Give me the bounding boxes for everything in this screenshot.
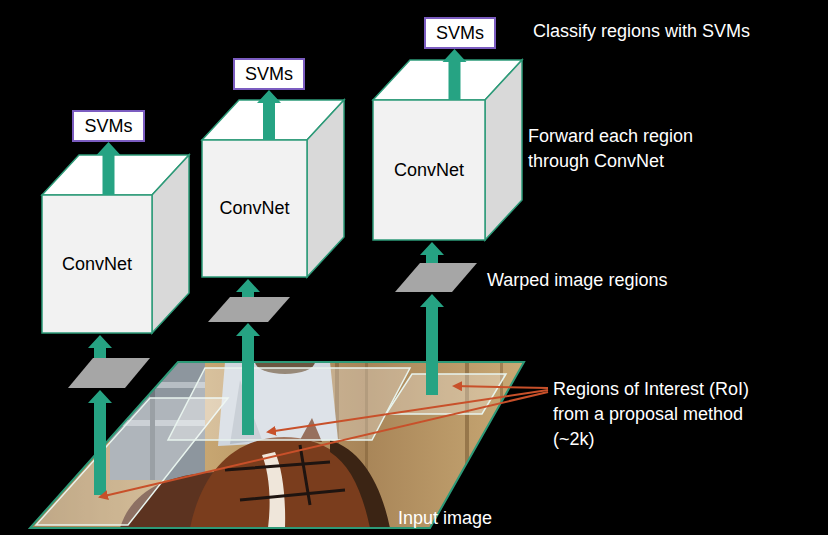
leader-line bbox=[268, 390, 548, 432]
horse-blaze bbox=[262, 452, 285, 528]
shirt-shade bbox=[230, 380, 262, 444]
wood-wall bbox=[0, 355, 560, 535]
wood-plank bbox=[500, 355, 503, 535]
step-note: Warped image regions bbox=[487, 268, 747, 293]
flow-arrow bbox=[88, 390, 112, 495]
classifier-box: SVMs bbox=[72, 110, 145, 142]
warped-region bbox=[68, 358, 150, 388]
convnet-block: ConvNet bbox=[202, 140, 307, 277]
flow-arrow bbox=[88, 335, 112, 358]
convnet-block: ConvNet bbox=[373, 100, 485, 240]
cube-side-face bbox=[307, 100, 344, 277]
callout-note: Regions of Interest (RoI) from a proposa… bbox=[553, 377, 781, 452]
cube-shape bbox=[373, 60, 526, 244]
gate-bar bbox=[150, 360, 155, 480]
cube-front-face bbox=[373, 100, 485, 240]
wood-plank bbox=[365, 355, 368, 535]
saddle bbox=[120, 472, 230, 528]
flow-arrow bbox=[420, 242, 444, 263]
metal-gate bbox=[110, 360, 205, 480]
horse-ear bbox=[300, 418, 322, 442]
input-image: Input image bbox=[28, 358, 528, 535]
person-shirt bbox=[218, 362, 338, 446]
flow-arrow bbox=[236, 323, 260, 435]
cube-side-face bbox=[485, 60, 522, 240]
cube-shape bbox=[202, 100, 348, 281]
image-border bbox=[30, 362, 524, 528]
flow-arrow bbox=[420, 294, 444, 395]
cube-shape bbox=[42, 155, 193, 337]
horse-mane bbox=[330, 440, 390, 528]
image-caption: Input image bbox=[398, 508, 492, 529]
bridle bbox=[225, 445, 345, 505]
step-note: Forward each region through ConvNet bbox=[528, 124, 728, 174]
cube-front-face bbox=[42, 195, 152, 333]
roi-region bbox=[168, 368, 410, 440]
convnet-block: ConvNet bbox=[42, 195, 152, 333]
network-label: ConvNet bbox=[394, 160, 464, 181]
flow-arrow bbox=[236, 279, 260, 297]
leader-line bbox=[100, 392, 548, 497]
leader-line bbox=[454, 386, 548, 388]
horse-head bbox=[190, 437, 375, 528]
classifier-label: SVMs bbox=[84, 116, 132, 137]
wood-plank bbox=[335, 355, 339, 535]
step-note: Classify regions with SVMs bbox=[533, 19, 823, 44]
warped-region bbox=[208, 297, 290, 322]
roi-region bbox=[386, 374, 506, 414]
photo-content bbox=[0, 350, 560, 535]
warped-region bbox=[395, 263, 477, 292]
classifier-box: SVMs bbox=[424, 17, 496, 49]
network-label: ConvNet bbox=[62, 254, 132, 275]
network-label: ConvNet bbox=[219, 198, 289, 219]
cube-front-face bbox=[202, 140, 307, 277]
classifier-label: SVMs bbox=[436, 23, 484, 44]
cube-side-face bbox=[152, 155, 189, 333]
classifier-box: SVMs bbox=[233, 58, 305, 90]
roi-region bbox=[36, 398, 228, 525]
classifier-label: SVMs bbox=[245, 64, 293, 85]
